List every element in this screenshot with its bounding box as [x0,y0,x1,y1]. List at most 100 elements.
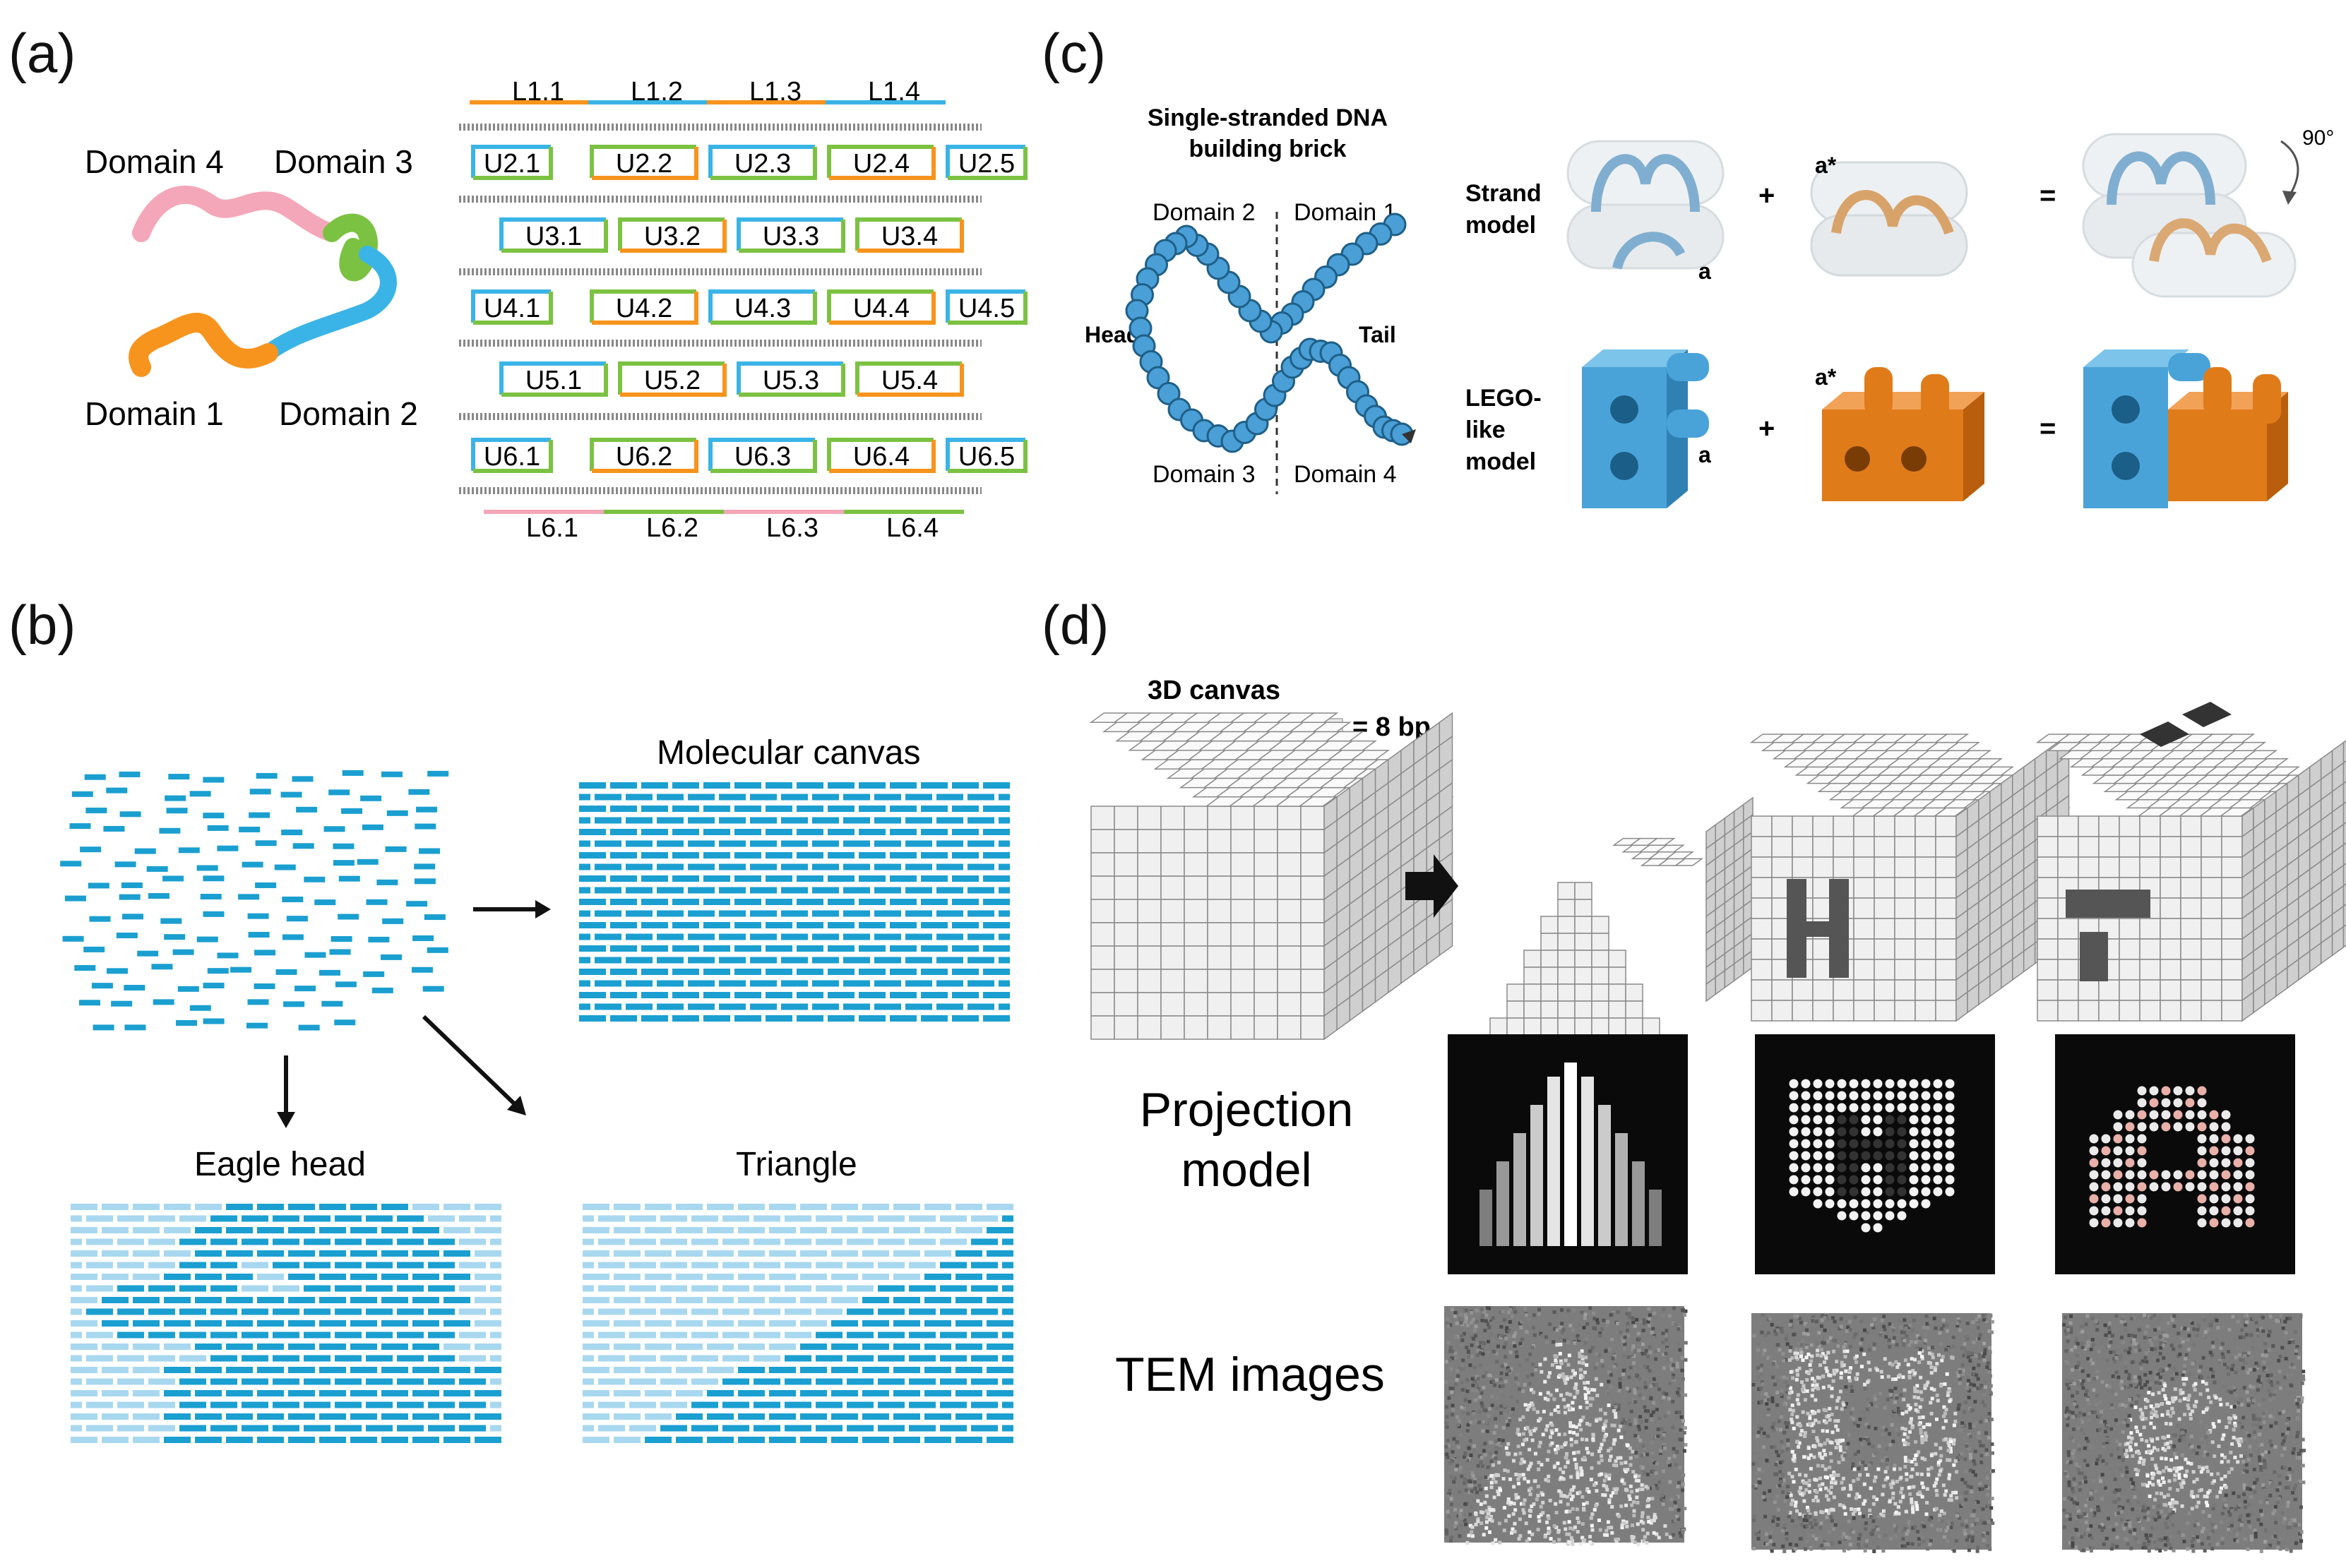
tem-noise [1506,1497,1511,1502]
tem-noise [1952,1442,1956,1446]
tem-noise [1900,1330,1904,1334]
tem-noise [1896,1406,1900,1411]
projection-dot [1945,1187,1955,1197]
voxel [1915,959,1936,981]
brick-outline [708,289,815,323]
canvas-brick [257,1320,284,1327]
tem-noise [1912,1395,1917,1399]
tem-noise [1936,1463,1941,1467]
tem-noise [1483,1442,1487,1446]
tem-noise [1445,1360,1449,1364]
tem-noise [1876,1527,1880,1531]
voxel [2201,1000,2222,1022]
tem-noise [1853,1356,1857,1360]
canvas-brick [843,794,870,801]
voxel [1439,921,1453,957]
canvas-brick [71,1238,82,1245]
voxel [1160,945,1185,970]
projection-dot [1813,1091,1823,1101]
random-brick [189,1005,211,1011]
projection-dot [1801,1151,1811,1161]
tem-noise [1508,1334,1513,1339]
tem-noise [1461,1358,1465,1363]
projection-dot [1897,1091,1907,1101]
random-brick [203,1018,225,1024]
canvas-brick [579,887,590,894]
canvas-brick [304,1355,331,1362]
canvas-brick [179,1308,206,1315]
canvas-brick [859,922,886,928]
projection-dot [1789,1091,1799,1101]
tem-noise [1917,1537,1921,1541]
tem-noise [1963,1436,1967,1440]
tem-noise [1960,1421,1965,1425]
projection-dot [1837,1151,1847,1161]
tem-noise [1516,1481,1520,1485]
h-cutout [1787,921,1849,937]
canvas-brick [785,1401,811,1408]
projection-dot [1789,1127,1799,1137]
tem-noise [1830,1387,1834,1391]
tem-noise [1623,1335,1627,1339]
canvas-brick [722,1401,749,1408]
tem-noise [1808,1512,1812,1516]
random-brick [121,882,143,888]
tem-noise [1555,1328,1559,1332]
canvas-brick [657,933,684,940]
random-brick [203,982,225,988]
canvas-brick [797,899,823,905]
tem-noise [1571,1507,1575,1511]
tem-noise [1853,1315,1857,1319]
tem-noise [1770,1396,1775,1400]
canvas-brick [381,1437,408,1443]
tem-noise [1557,1432,1561,1437]
tem-noise [1651,1469,1655,1473]
tem-noise [1797,1516,1802,1520]
tem-noise [1468,1480,1472,1484]
projection-dot [2197,1086,2207,1096]
tem-noise [1761,1352,1766,1356]
canvas-brick [102,1204,129,1210]
tem-noise [1917,1450,1921,1454]
tem-noise [1465,1429,1470,1433]
canvas-brick [738,1390,765,1396]
canvas-brick [179,1355,206,1362]
canvas-brick [657,957,684,964]
tem-noise [1598,1528,1602,1532]
tem-noise [1653,1315,1657,1319]
tem-noise [1988,1470,1992,1474]
tem-noise [1619,1424,1623,1428]
tem-noise [1558,1373,1562,1377]
canvas-brick [412,1413,439,1420]
tem-noise [1569,1497,1573,1502]
tem-noise [1538,1440,1542,1444]
voxel [2057,815,2079,837]
tem-noise [1538,1363,1542,1367]
tem-noise [1601,1493,1605,1497]
canvas-brick [71,1413,97,1420]
tem-noise [1467,1446,1471,1450]
canvas-brick [257,1297,284,1303]
voxel [1915,897,1936,919]
lego-model-line2: like [1465,417,1506,443]
tem-noise [1504,1363,1508,1367]
projection-dot [2101,1182,2111,1192]
tem-noise [1462,1331,1466,1336]
voxel [1557,1017,1576,1036]
tem-noise [1636,1478,1641,1483]
voxel [1945,741,1981,751]
canvas-brick [412,1320,439,1327]
tem-noise [1842,1532,1846,1536]
projection-dot [1813,1079,1823,1089]
random-brick [178,847,200,854]
canvas-brick [905,794,932,801]
tem-noise [1987,1435,1991,1440]
tem-noise [1823,1328,1827,1332]
canvas-brick [874,887,901,894]
tem-noise [1482,1310,1486,1314]
tem-noise [1592,1388,1597,1392]
canvas-brick [952,782,979,789]
canvas-brick [350,1204,377,1210]
tem-noise [1896,1505,1900,1509]
tem-noise [1973,1421,1977,1425]
